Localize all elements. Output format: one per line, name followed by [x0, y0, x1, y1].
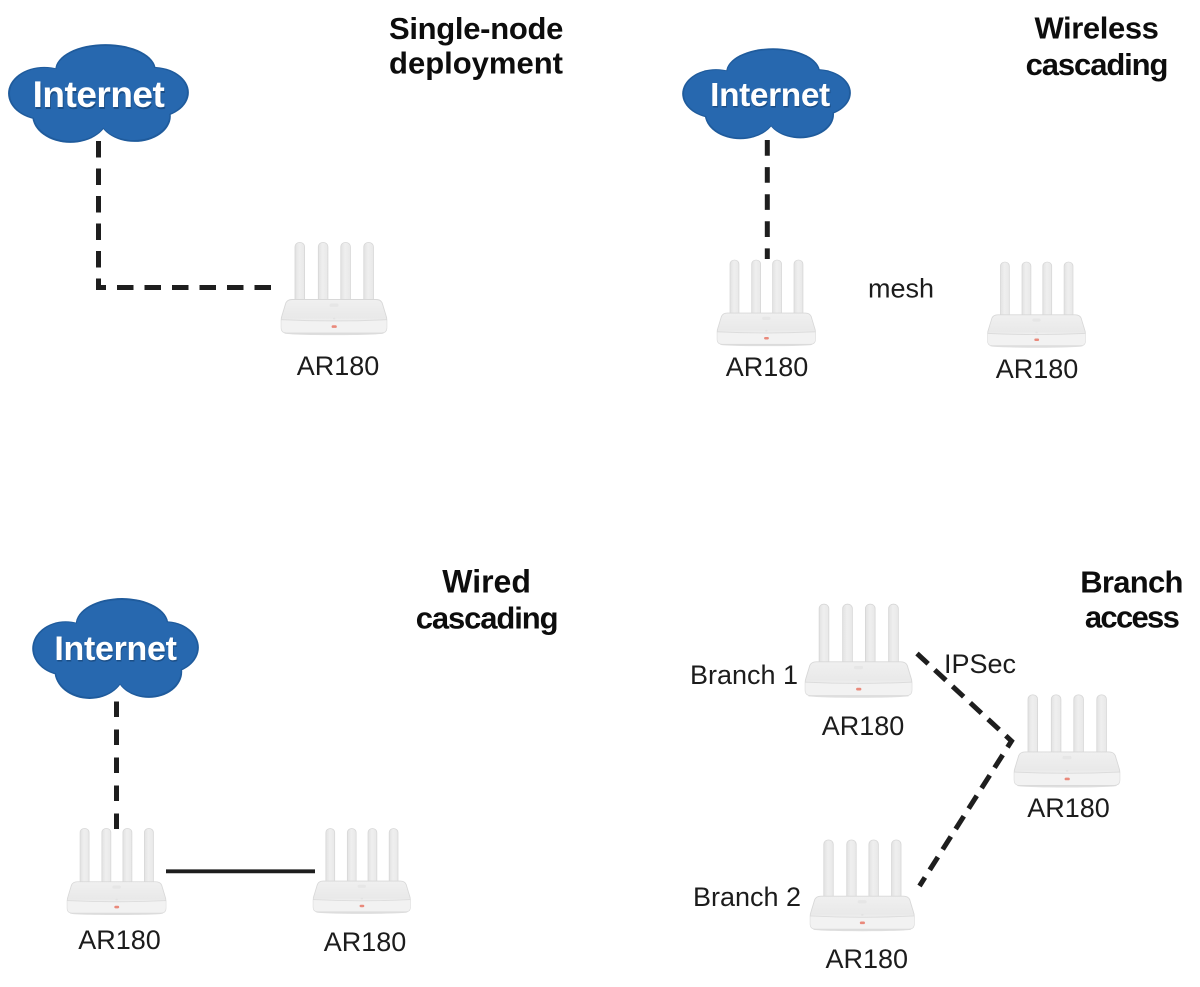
svg-text:cascading: cascading	[416, 600, 558, 635]
svg-text:Internet: Internet	[710, 77, 830, 114]
svg-text:AR180: AR180	[726, 352, 809, 382]
svg-text:Branch 2: Branch 2	[693, 882, 801, 912]
svg-text:AR180: AR180	[996, 354, 1079, 384]
svg-text:Internet: Internet	[33, 76, 165, 117]
svg-text:AR180: AR180	[324, 927, 407, 957]
svg-text:IPSec: IPSec	[944, 649, 1016, 679]
svg-text:AR180: AR180	[297, 351, 380, 381]
svg-text:AR180: AR180	[1027, 793, 1110, 823]
svg-text:Internet: Internet	[33, 74, 165, 115]
svg-text:Internet: Internet	[55, 632, 177, 670]
svg-text:AR180: AR180	[78, 925, 161, 955]
svg-text:mesh: mesh	[868, 274, 934, 304]
svg-text:deployment: deployment	[389, 45, 563, 80]
svg-text:Wired: Wired	[442, 564, 531, 600]
svg-text:Branch 1: Branch 1	[690, 660, 798, 690]
svg-text:AR180: AR180	[822, 711, 905, 741]
svg-text:Wireless: Wireless	[1034, 10, 1158, 45]
svg-text:AR180: AR180	[826, 944, 909, 974]
svg-text:Single-node: Single-node	[389, 11, 563, 46]
svg-text:Branch: Branch	[1080, 565, 1183, 600]
svg-text:Internet: Internet	[54, 630, 176, 668]
svg-text:cascading: cascading	[1026, 47, 1168, 82]
svg-text:access: access	[1085, 600, 1179, 635]
svg-text:Internet: Internet	[711, 79, 831, 116]
